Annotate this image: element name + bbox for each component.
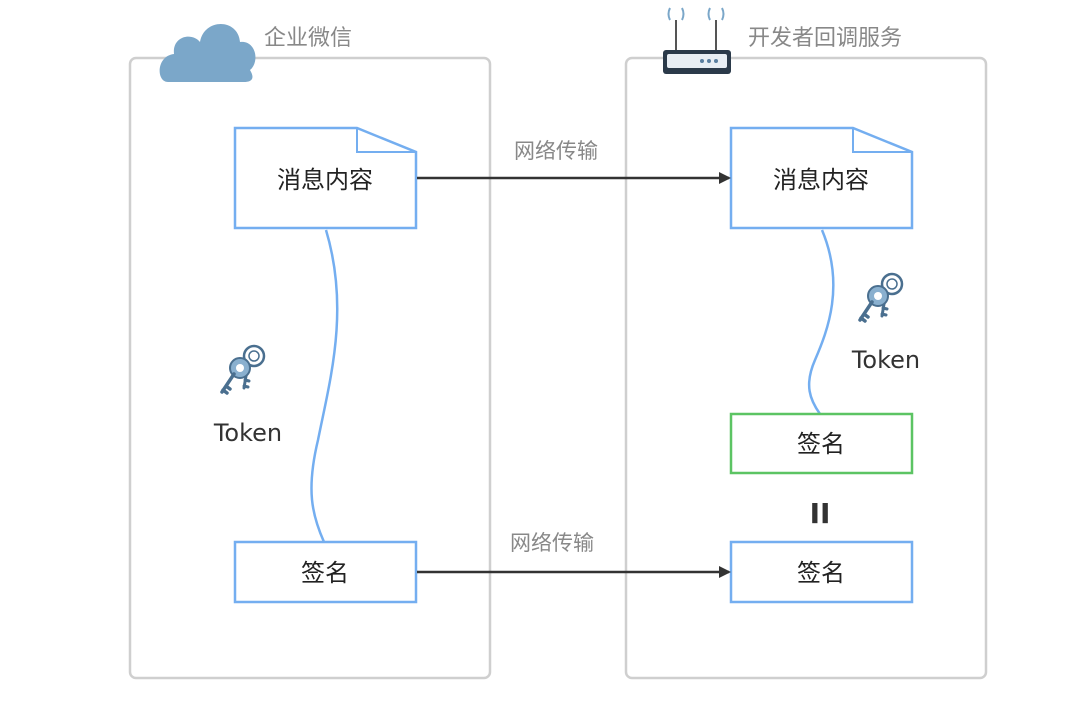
- equals-sign: II: [810, 497, 831, 530]
- left-panel: 企业微信 消息内容 Token 签名: [128, 24, 492, 680]
- left-message-label: 消息内容: [277, 166, 373, 194]
- right-panel: 开发者回调服务 消息内容 Token 签名 II 签名: [624, 7, 988, 680]
- router-icon: [663, 7, 731, 74]
- cloud-icon: [159, 24, 256, 82]
- message-transfer-label: 网络传输: [514, 139, 598, 163]
- right-message-label: 消息内容: [773, 166, 869, 194]
- right-token-curve: [807, 229, 835, 415]
- left-message-box: 消息内容: [233, 126, 418, 230]
- left-panel-title: 企业微信: [264, 26, 352, 51]
- left-signature-label: 签名: [301, 559, 349, 587]
- right-message-box: 消息内容: [729, 126, 914, 230]
- right-token-label: Token: [851, 346, 920, 374]
- left-panel-frame: [128, 56, 492, 680]
- right-panel-title: 开发者回调服务: [748, 26, 902, 51]
- right-panel-frame: [624, 56, 988, 680]
- message-transfer-arrow: 网络传输: [417, 139, 731, 184]
- right-received-signature-label: 签名: [797, 559, 845, 587]
- signature-transfer-arrow: 网络传输: [417, 531, 731, 578]
- signature-transfer-label: 网络传输: [510, 531, 594, 555]
- left-keys-icon: [220, 344, 266, 395]
- right-computed-signature-label: 签名: [797, 430, 845, 458]
- right-keys-icon: [858, 272, 904, 323]
- left-signature-box: 签名: [233, 540, 418, 604]
- right-received-signature-box: 签名: [729, 540, 914, 604]
- left-token-curve: [310, 229, 339, 543]
- right-computed-signature-box: 签名: [729, 412, 914, 475]
- left-token-label: Token: [213, 419, 282, 447]
